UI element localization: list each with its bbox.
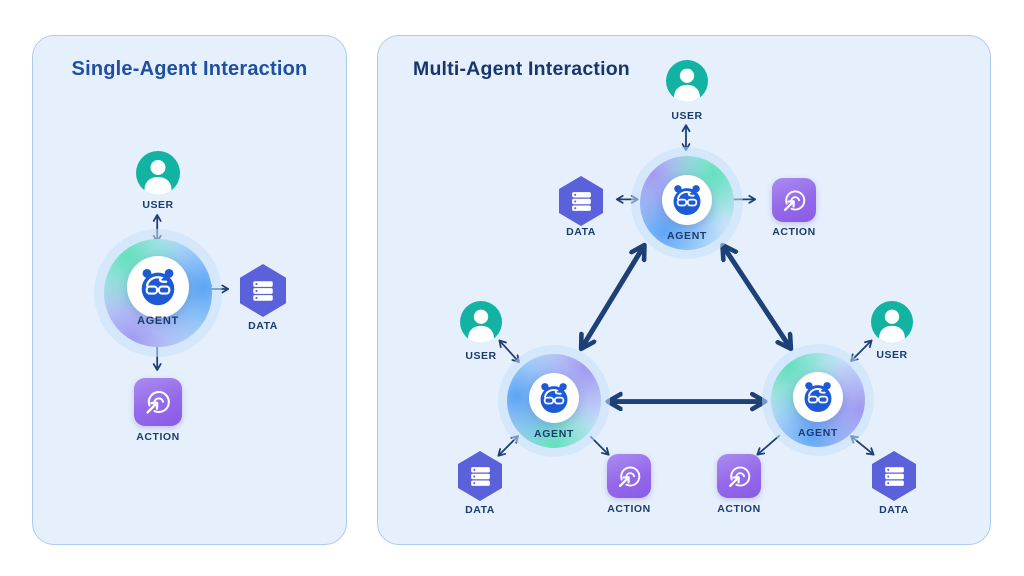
bl-agent-user-arrow xyxy=(498,339,520,363)
robot-face-icon xyxy=(127,256,189,318)
robot-face-icon xyxy=(529,373,579,423)
bl-user-node xyxy=(460,301,502,343)
multi-agent-panel: Multi-Agent Interaction USER xyxy=(377,35,991,545)
data-label: DATA xyxy=(248,320,278,332)
top-user-label: USER xyxy=(671,110,703,122)
multi-panel-title: Multi-Agent Interaction xyxy=(413,58,630,80)
database-server-icon xyxy=(253,280,273,301)
top-user-node xyxy=(666,60,708,102)
bl-action-node xyxy=(607,454,651,498)
top-action-node xyxy=(772,178,816,222)
target-arrow-icon xyxy=(783,190,805,211)
robot-face-icon xyxy=(793,372,843,422)
bl-data-label: DATA xyxy=(465,504,495,516)
top-agent-node: AGENT xyxy=(631,147,743,259)
br-user-node xyxy=(871,301,913,343)
br-agent-node: AGENT xyxy=(762,344,874,456)
user-avatar-icon xyxy=(871,301,913,343)
agent-label: AGENT xyxy=(137,315,179,327)
user-avatar-icon xyxy=(666,60,708,102)
action-label: ACTION xyxy=(136,431,180,443)
single-panel-title: Single-Agent Interaction xyxy=(71,58,308,80)
database-server-icon xyxy=(470,466,490,486)
agent-label: AGENT xyxy=(798,427,838,439)
agent-label: AGENT xyxy=(534,428,574,440)
user-node xyxy=(136,151,180,195)
user-label: USER xyxy=(142,199,174,211)
user-avatar-icon xyxy=(136,151,180,195)
single-agent-panel: Single-Agent Interaction USER xyxy=(32,35,347,545)
br-action-node xyxy=(717,454,761,498)
agent-top-bottomright-arrow xyxy=(724,247,790,347)
target-arrow-icon xyxy=(618,466,640,487)
agent-label: AGENT xyxy=(667,230,707,242)
agent-top-bottomleft-arrow xyxy=(582,247,643,347)
database-server-icon xyxy=(884,466,904,486)
user-avatar-icon xyxy=(460,301,502,343)
top-data-label: DATA xyxy=(566,226,596,238)
database-server-icon xyxy=(571,191,591,211)
target-arrow-icon xyxy=(728,466,750,487)
bl-agent-node: AGENT xyxy=(498,345,610,457)
bl-user-label: USER xyxy=(465,350,497,362)
agent-node: AGENT xyxy=(94,229,222,357)
bl-action-label: ACTION xyxy=(607,503,651,515)
robot-face-icon xyxy=(662,175,712,225)
action-node xyxy=(134,378,182,426)
top-action-label: ACTION xyxy=(772,226,816,238)
br-user-label: USER xyxy=(876,349,908,361)
br-action-label: ACTION xyxy=(717,503,761,515)
target-arrow-icon xyxy=(146,390,170,414)
br-agent-action-arrow xyxy=(756,434,781,456)
multi-panel-arrows xyxy=(497,124,875,457)
br-data-label: DATA xyxy=(879,504,909,516)
